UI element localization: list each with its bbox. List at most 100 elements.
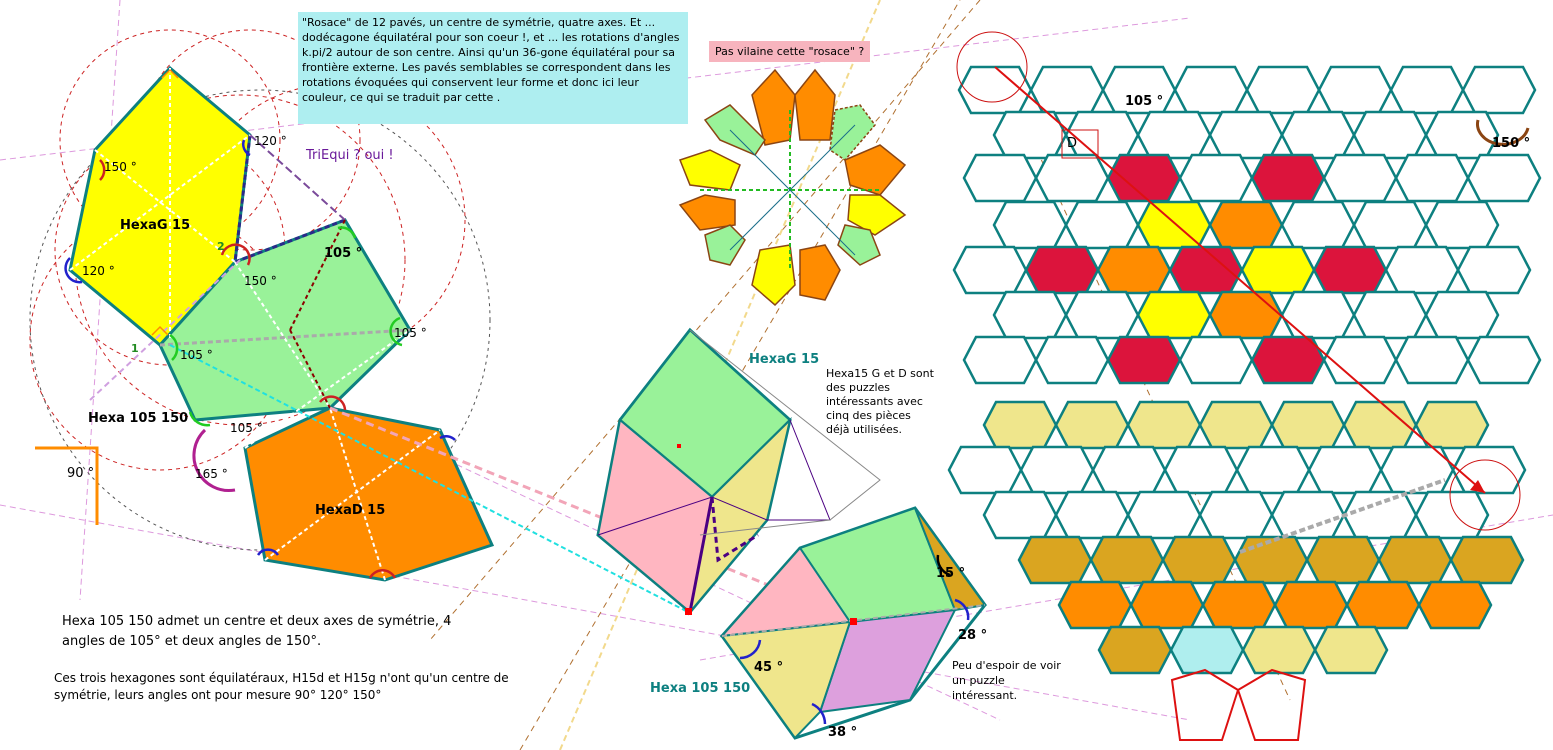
hex-cell	[1017, 535, 1093, 585]
label-pt-d: D	[1067, 136, 1078, 151]
cyan-arrow	[169, 344, 689, 613]
triequi-triangle	[233, 134, 346, 265]
hex-cell	[1424, 200, 1500, 250]
pink-arrow	[329, 406, 851, 620]
black-dashed-circle	[29, 89, 491, 551]
hex-cell	[1322, 153, 1398, 203]
hex-cell	[1091, 445, 1167, 495]
hex-cell	[1451, 445, 1527, 495]
left-diagonals	[69, 68, 441, 581]
hex-cell	[1096, 245, 1172, 295]
hex-cell	[1389, 65, 1465, 115]
rosace-note: Pas vilaine cette "rosace" ?	[709, 41, 871, 62]
hex-cell	[1414, 490, 1490, 540]
rosace	[678, 68, 907, 307]
hex-cell	[1106, 153, 1182, 203]
hex-cell	[1461, 65, 1537, 115]
triequi-line	[249, 134, 346, 221]
hex-cell	[1064, 110, 1140, 160]
label-pt2: 2	[217, 240, 225, 253]
hex-cell	[1352, 290, 1428, 340]
hexa15-note: Hexa15 G et D sont des puzzles intéressa…	[826, 367, 934, 436]
label-hexag15-mid: HexaG 15	[749, 352, 820, 367]
violet-line	[89, 259, 241, 401]
hex-cell	[1173, 65, 1249, 115]
hex-cell	[1352, 200, 1428, 250]
hex-cell	[1057, 580, 1133, 630]
angle-45: 45 °	[754, 660, 784, 675]
hex-cell	[1235, 445, 1311, 495]
grid-red-arrowhead	[1470, 480, 1485, 493]
hex-cell	[1280, 200, 1356, 250]
hex-cell	[1352, 110, 1428, 160]
hex-cell	[1168, 245, 1244, 295]
angle-arcs	[64, 139, 456, 579]
hex-cell	[1394, 335, 1470, 385]
hex-cell	[1208, 290, 1284, 340]
grid-circle-top	[956, 31, 1028, 103]
grid-150-arc	[1476, 119, 1530, 146]
hex-cell	[982, 400, 1058, 450]
hex-cell	[1097, 625, 1173, 675]
hex-cell	[1394, 153, 1470, 203]
hex-cell	[1317, 65, 1393, 115]
hex-cell	[1250, 153, 1326, 203]
hex-cell	[1313, 625, 1389, 675]
hex-cell	[1250, 335, 1326, 385]
hex-cell	[992, 290, 1068, 340]
angle-165: 165 °	[195, 467, 228, 481]
hex-cell	[962, 335, 1038, 385]
hex-cell	[1273, 580, 1349, 630]
hex-cell	[1241, 625, 1317, 675]
label-pt1: 1	[131, 342, 139, 355]
right-angle-marks	[151, 68, 179, 336]
hexa105-note: Hexa 105 150 admet un centre et deux axe…	[62, 614, 452, 649]
label-hexa105-mid: Hexa 105 150	[650, 681, 751, 696]
hex-cell	[947, 445, 1023, 495]
hex-cell	[1449, 535, 1525, 585]
hex-cell	[1240, 245, 1316, 295]
angle-90: 90 °	[67, 466, 95, 481]
mid2-red-point	[850, 618, 857, 625]
hex-cell	[962, 153, 1038, 203]
hex-cell	[1126, 490, 1202, 540]
angle-105-left: 105 °	[180, 348, 213, 362]
hex-cell	[1342, 400, 1418, 450]
hex-grid	[947, 65, 1542, 675]
angle-120-left: 120 °	[82, 264, 115, 278]
hex-cell	[1342, 490, 1418, 540]
angle-105-top: 105 °	[324, 246, 363, 261]
hex-cell	[1064, 200, 1140, 250]
hex-cell	[1379, 445, 1455, 495]
hex-cell	[1322, 335, 1398, 385]
hex-cell	[1345, 580, 1421, 630]
angle-28: 28 °	[958, 628, 988, 643]
yellow-dashed-line	[559, 0, 881, 750]
mid-violet-lines	[597, 419, 831, 536]
hex-cell	[992, 200, 1068, 250]
label-hexad15-left: HexaD 15	[315, 503, 386, 518]
hex-cell	[1136, 290, 1212, 340]
hex-cell	[1054, 400, 1130, 450]
angle-150-top: 150 °	[104, 160, 137, 174]
mid-red-point	[685, 608, 692, 615]
red-dashed-axis-2	[289, 329, 331, 409]
label-hexag15-left: HexaG 15	[120, 218, 191, 233]
mid2-khaki-piece	[720, 620, 852, 740]
hex-cell	[1312, 245, 1388, 295]
hexad15-orange-tile	[243, 406, 495, 582]
label-hexa105-left: Hexa 105 150	[88, 411, 189, 426]
hex-cell	[1377, 535, 1453, 585]
hex-cell	[1136, 110, 1212, 160]
hex-cell	[1305, 535, 1381, 585]
mid-diag	[688, 496, 714, 613]
label-triequi: TriEqui ? oui !	[306, 148, 394, 163]
angle-15: 15 °	[936, 566, 966, 581]
hex-cell	[1424, 110, 1500, 160]
hex-cell	[1129, 580, 1205, 630]
mid2-angle-arcs	[739, 554, 970, 725]
red-pentagons	[1170, 668, 1307, 741]
hex-cell	[1089, 535, 1165, 585]
rosace-axes	[700, 110, 880, 270]
